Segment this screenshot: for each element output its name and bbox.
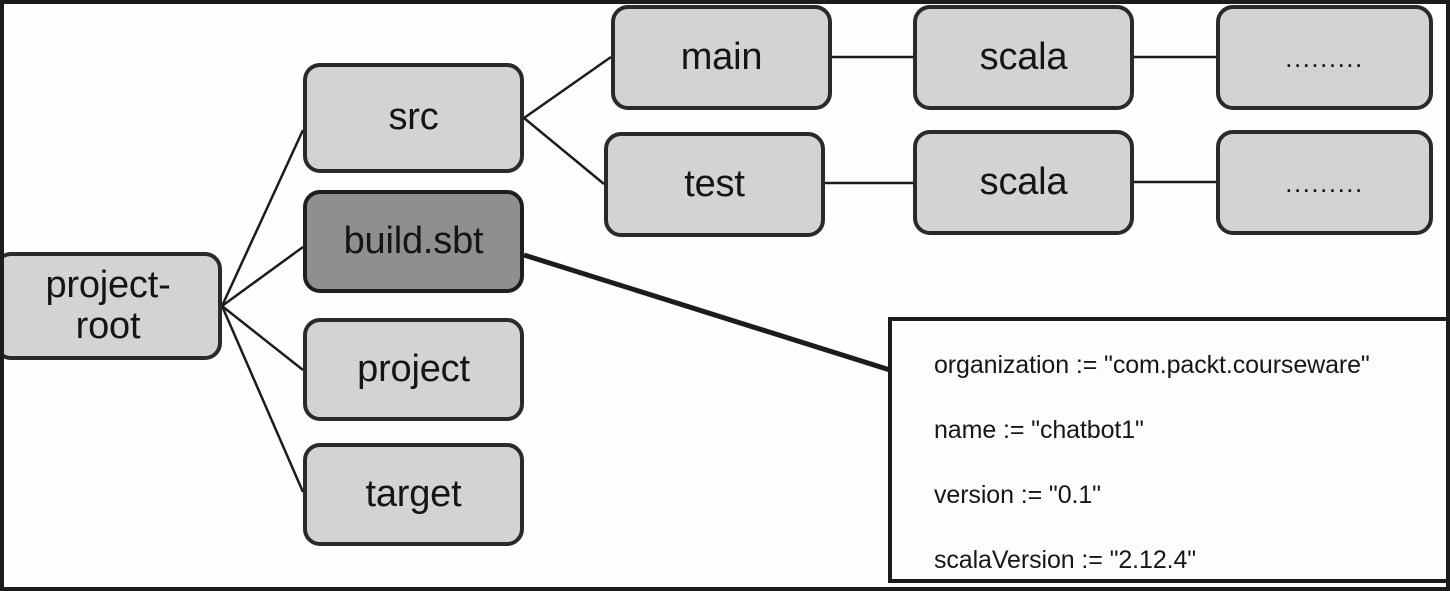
node-main: main — [611, 5, 832, 110]
node-label: build.sbt — [343, 219, 484, 262]
edge-project-root-to-src — [220, 129, 305, 307]
sbt-setting-line: name := "chatbot1" — [934, 416, 1144, 444]
node-target: target — [303, 443, 524, 546]
node-scala-main: scala — [913, 5, 1134, 110]
node-label: src — [388, 96, 439, 139]
edge-project-root-to-project — [221, 305, 304, 371]
sbt-setting-line: organization := "com.packt.courseware" — [934, 351, 1370, 379]
node-test: test — [604, 132, 825, 237]
node-label: target — [365, 472, 462, 515]
node-label: scala — [979, 160, 1068, 203]
node-more-main: ......... — [1216, 5, 1433, 110]
edge-project-root-to-target — [220, 305, 305, 493]
build-sbt-settings-panel: organization := "com.packt.courseware" na… — [888, 317, 1450, 583]
edge-build-sbt-to-settings — [523, 252, 891, 373]
node-build-sbt: build.sbt — [303, 190, 524, 293]
node-label: project — [357, 347, 470, 390]
node-project: project — [303, 318, 524, 421]
node-more-test: ......... — [1216, 130, 1433, 235]
node-label: main — [680, 35, 763, 78]
node-scala-test: scala — [913, 130, 1134, 235]
node-project-root: project- root — [0, 252, 222, 360]
node-label: ......... — [1285, 42, 1364, 73]
sbt-setting-line: version := "0.1" — [934, 481, 1101, 509]
edge-src-to-main — [523, 55, 612, 120]
node-label: scala — [979, 35, 1068, 78]
sbt-setting-line: scalaVersion := "2.12.4" — [934, 546, 1197, 574]
node-label: test — [684, 162, 745, 205]
edge-src-to-test — [523, 117, 605, 185]
edge-project-root-to-build-sbt — [221, 245, 304, 308]
node-src: src — [303, 63, 524, 173]
node-label: project- root — [45, 263, 171, 347]
node-label: ......... — [1285, 167, 1364, 198]
